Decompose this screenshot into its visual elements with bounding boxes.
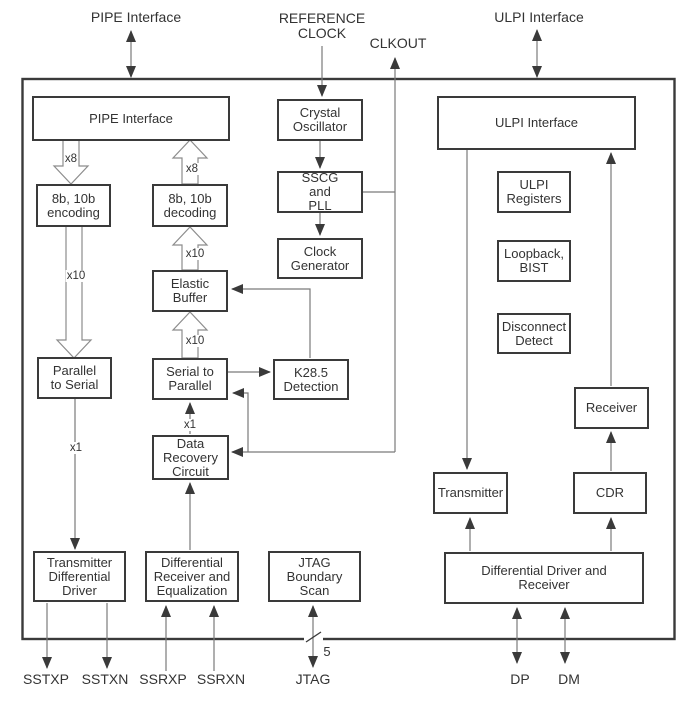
block-data-recovery-circuit: Data Recovery Circuit (152, 435, 229, 480)
bus-label-tx-x1: x1 (68, 442, 84, 454)
label-jtag: JTAG (295, 671, 331, 687)
bus-label-rx-x8: x8 (184, 163, 200, 175)
bus-label-rx-x10-lower: x10 (184, 335, 206, 347)
block-8b10b-encoding: 8b, 10b encoding (36, 184, 111, 227)
clock-to-s2p-arrow (232, 388, 249, 452)
encoder-to-p2s-bus-arrow (55, 225, 93, 359)
block-ulpi-interface: ULPI Interface (437, 96, 636, 150)
label-dp: DP (510, 671, 530, 687)
label-ssrxn: SSRXN (196, 671, 246, 687)
bus-label-jtag-width: 5 (323, 644, 331, 659)
block-receiver: Receiver (574, 387, 649, 429)
block-8b10b-decoding: 8b, 10b decoding (152, 184, 228, 227)
block-elastic-buffer: Elastic Buffer (152, 270, 228, 312)
block-disconnect-detect: Disconnect Detect (497, 313, 571, 354)
label-reference-clock: REFERENCE CLOCK (278, 10, 366, 41)
chip-boundary (21, 77, 676, 641)
block-sscg-and-pll: SSCG and PLL (277, 171, 363, 213)
label-dm: DM (558, 671, 580, 687)
label-ulpi-interface-external: ULPI Interface (494, 9, 584, 25)
bus-label-rx-x10-upper: x10 (184, 248, 206, 260)
block-transmitter: Transmitter (433, 472, 508, 514)
label-clkout: CLKOUT (369, 35, 427, 51)
block-differential-receiver-and-equalization: Differential Receiver and Equalization (145, 551, 239, 602)
bus-label-tx-x8: x8 (63, 153, 79, 165)
decoder-to-pipe-bus-arrow (171, 139, 209, 185)
block-serial-to-parallel: Serial to Parallel (152, 358, 228, 400)
k285-to-elastic-arrow (231, 284, 311, 358)
block-k285-detection: K28.5 Detection (273, 359, 349, 400)
block-cdr: CDR (573, 472, 647, 514)
bus-label-tx-x10: x10 (65, 270, 87, 282)
bus-label-rx-x1: x1 (182, 419, 198, 431)
block-clock-generator: Clock Generator (277, 238, 363, 279)
block-transmitter-differential-driver: Transmitter Differential Driver (33, 551, 126, 602)
block-differential-driver-and-receiver: Differential Driver and Receiver (444, 552, 644, 604)
block-loopback-bist: Loopback, BIST (497, 240, 571, 282)
block-crystal-oscillator: Crystal Oscillator (277, 99, 363, 141)
jtag-bus-slash (305, 631, 322, 643)
block-pipe-interface: PIPE Interface (32, 96, 230, 141)
label-sstxn: SSTXN (81, 671, 129, 687)
label-pipe-interface-external: PIPE Interface (90, 9, 182, 25)
label-ssrxp: SSRXP (139, 671, 187, 687)
block-parallel-to-serial: Parallel to Serial (37, 357, 112, 399)
block-jtag-boundary-scan: JTAG Boundary Scan (268, 551, 361, 602)
block-ulpi-registers: ULPI Registers (497, 171, 571, 213)
label-sstxp: SSTXP (23, 671, 69, 687)
